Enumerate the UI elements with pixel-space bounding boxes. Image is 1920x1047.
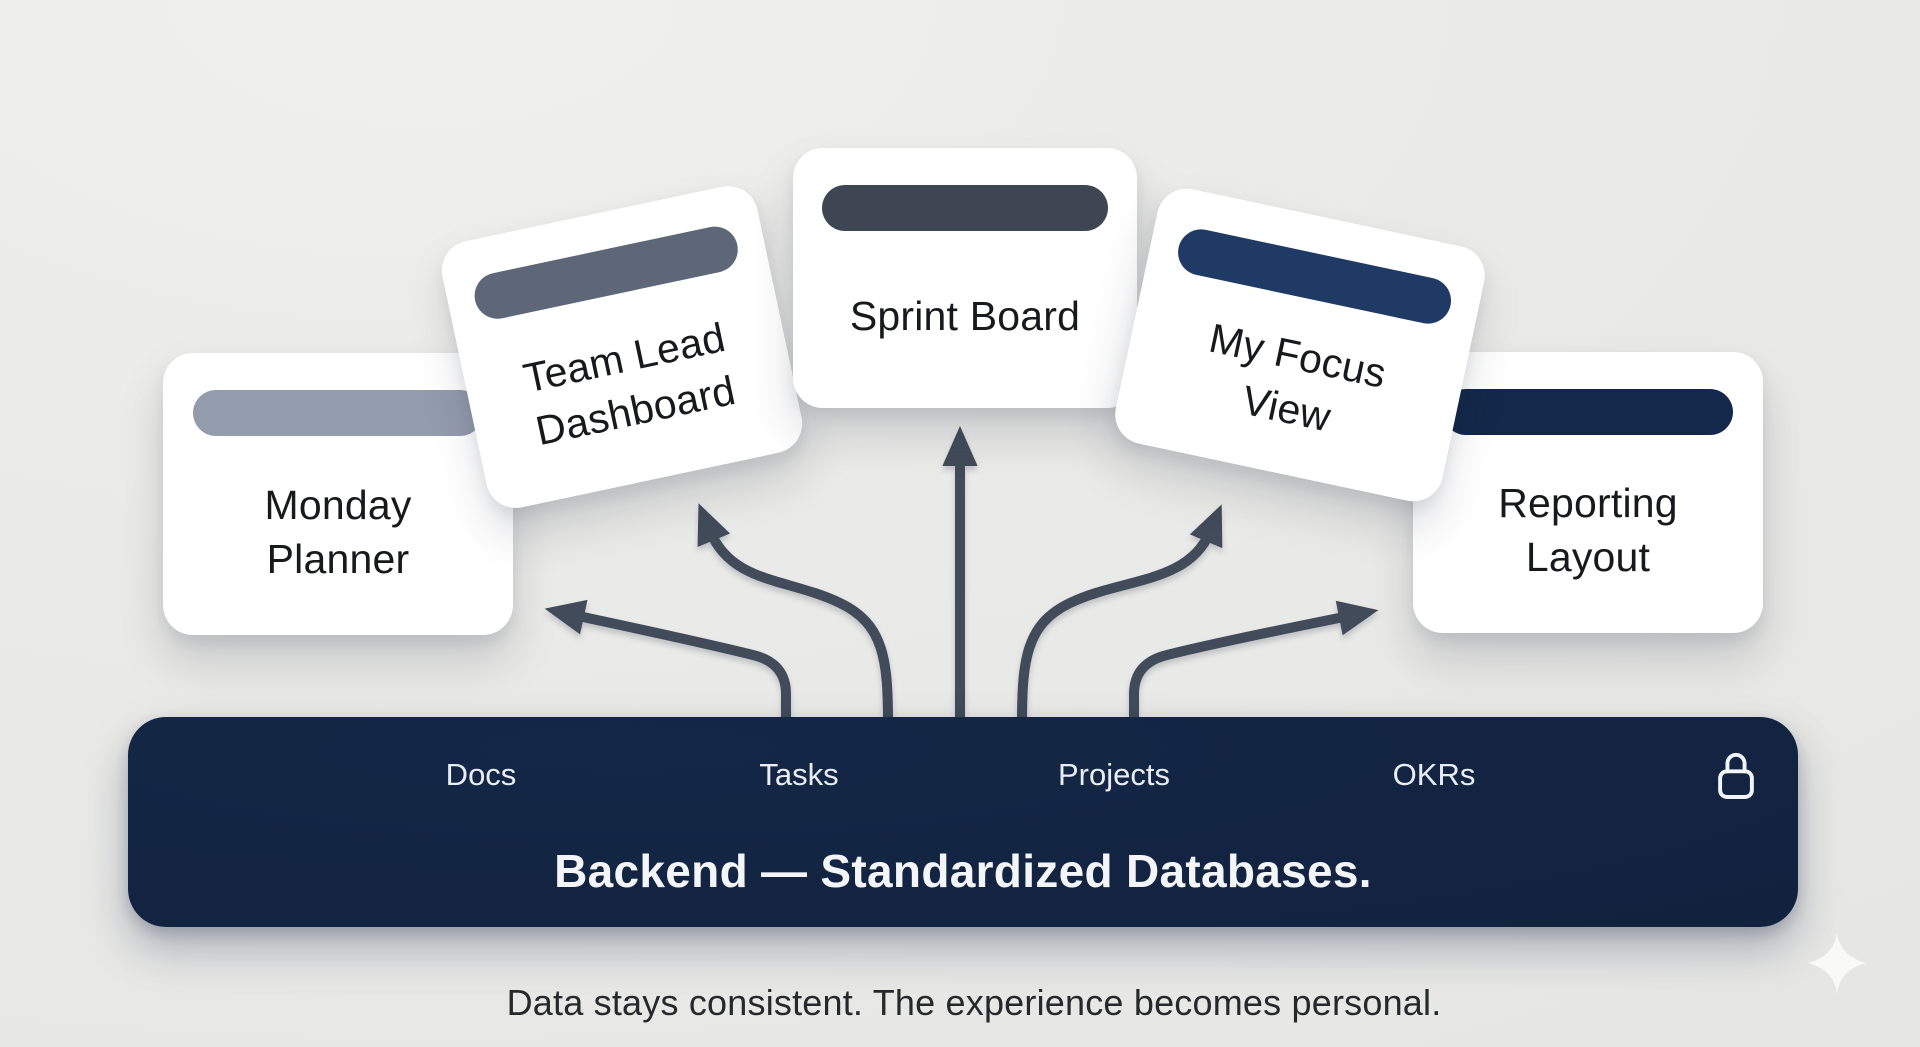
card-label-line: Planner <box>266 535 410 582</box>
lock-icon <box>1718 752 1754 799</box>
arrow-to-team-lead-dashboard <box>697 503 893 725</box>
card-label: Reporting Layout <box>1413 435 1763 633</box>
card-label: Sprint Board <box>793 231 1137 408</box>
card-label: Monday Planner <box>163 436 513 635</box>
arrow-to-my-focus-view <box>1017 504 1223 725</box>
card-reporting-layout: Reporting Layout <box>1413 352 1763 633</box>
backend-bar-title: Backend — Standardized Databases. <box>554 845 1372 897</box>
card-label-line: Layout <box>1525 534 1651 580</box>
arrow-to-reporting-layout <box>1129 600 1379 724</box>
database-label-okrs: OKRs <box>1392 757 1476 792</box>
database-label-docs: Docs <box>445 757 517 792</box>
card-monday-planner: Monday Planner <box>163 353 513 635</box>
card-label-line: Reporting <box>1498 480 1678 526</box>
sparkle-icon <box>1808 932 1866 994</box>
card-label-line: Monday <box>264 481 412 528</box>
card-header-pill <box>1442 389 1734 435</box>
card-label-line: Sprint Board <box>849 292 1081 339</box>
card-sprint-board: Sprint Board <box>793 148 1137 408</box>
database-label-tasks: Tasks <box>759 757 839 792</box>
card-header-pill <box>822 185 1108 231</box>
backend-bar <box>128 717 1798 927</box>
card-header-pill <box>192 390 484 436</box>
database-label-projects: Projects <box>1058 757 1170 792</box>
arrow-to-monday-planner <box>544 599 791 724</box>
caption-text: Data stays consistent. The experience be… <box>506 982 1442 1023</box>
